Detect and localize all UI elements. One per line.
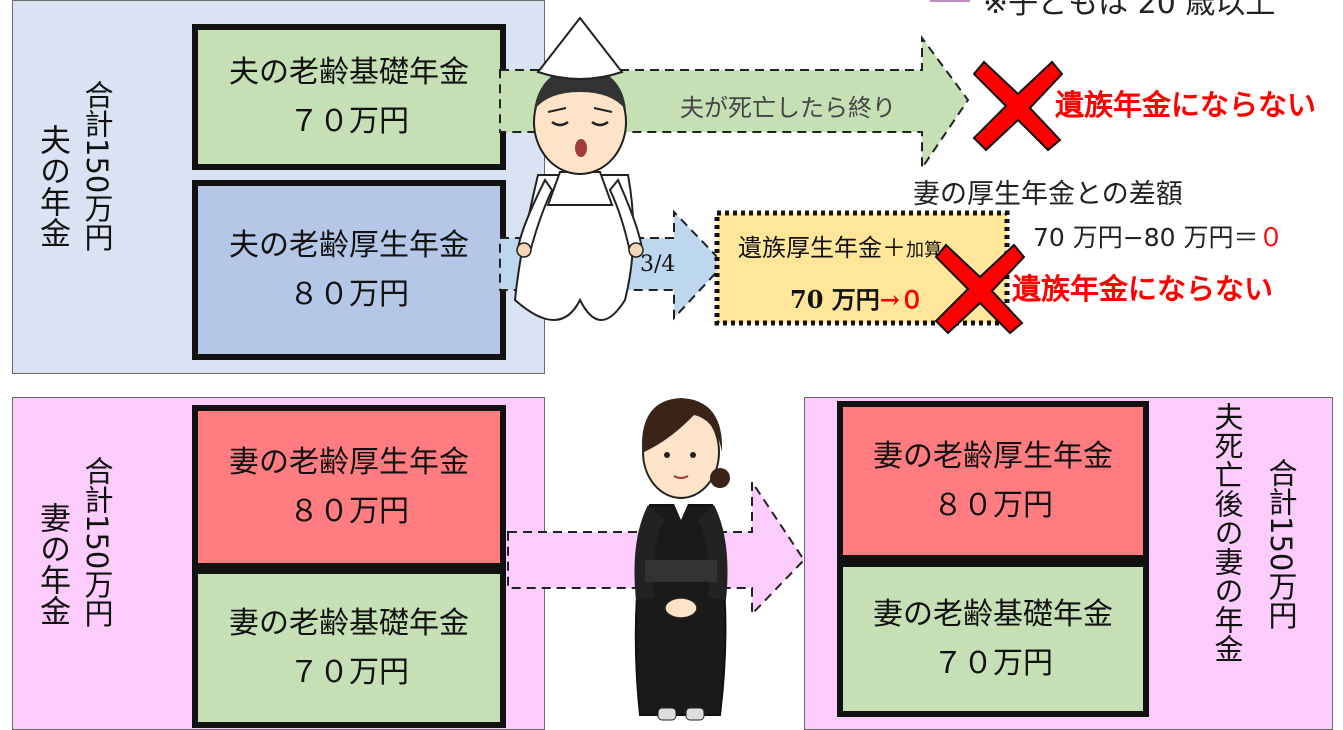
husband-basic-pension-box: 夫の老齢基礎年金 ７０万円	[192, 24, 506, 170]
wife-panel-label: 妻の年金	[34, 502, 70, 626]
husband-basic-title: 夫の老齢基礎年金	[229, 54, 469, 90]
survivor-amount-red: →０	[879, 285, 924, 314]
not-survivor-pension-label-2: 遺族年金にならない	[1012, 272, 1274, 306]
after-basic-pension-box: 妻の老齢基礎年金 ７０万円	[837, 561, 1149, 717]
basic-end-text: 夫が死亡したら終り	[680, 94, 896, 122]
fraction-label: 3/4	[640, 252, 676, 277]
husband-kosei-title: 夫の老齢厚生年金	[229, 227, 469, 263]
wife-kosei-title: 妻の老齢厚生年金	[229, 444, 469, 480]
after-basic-title: 妻の老齢基礎年金	[873, 596, 1113, 632]
after-total-label: 合計150万円	[1264, 458, 1298, 630]
wife-kosei-pension-box: 妻の老齢厚生年金 ８０万円	[192, 405, 506, 569]
wife-total-label: 合計150万円	[80, 456, 114, 628]
husband-basic-amount: ７０万円	[289, 104, 409, 139]
survivor-amount: 70 万円→０	[790, 280, 924, 315]
survivor-title: 遺族厚生年金＋加算	[738, 228, 942, 263]
survivor-title-main: 遺族厚生年金＋	[738, 234, 906, 262]
wife-kosei-amount: ８０万円	[289, 494, 409, 529]
difference-formula-black: 70 万円−80 万円＝	[1033, 223, 1259, 252]
survivor-amount-black: 70 万円	[790, 285, 880, 314]
wife-basic-amount: ７０万円	[289, 655, 409, 690]
red-cross-icon	[972, 60, 1064, 152]
after-kosei-amount: ８０万円	[933, 488, 1053, 523]
after-panel-label: 夫死亡後の妻の年金	[1210, 402, 1244, 663]
after-kosei-pension-box: 妻の老齢厚生年金 ８０万円	[837, 401, 1149, 561]
difference-formula-red: ０	[1258, 223, 1284, 252]
wife-basic-pension-box: 妻の老齢基礎年金 ７０万円	[192, 568, 506, 728]
husband-kosei-amount: ８０万円	[289, 277, 409, 312]
not-survivor-pension-label-1: 遺族年金にならない	[1055, 88, 1317, 122]
wife-basic-title: 妻の老齢基礎年金	[229, 605, 469, 641]
note-top: ※子どもは 20 歳以上	[983, 0, 1276, 21]
after-kosei-title: 妻の老齢厚生年金	[873, 438, 1113, 474]
husband-panel-label: 夫の年金	[34, 124, 70, 248]
husband-total-label: 合計150万円	[80, 80, 114, 252]
difference-formula: 70 万円−80 万円＝０	[1033, 218, 1283, 254]
note-underline	[930, 0, 970, 2]
survivor-title-small: 加算	[906, 240, 942, 261]
difference-title: 妻の厚生年金との差額	[913, 179, 1183, 210]
red-cross-icon	[934, 243, 1026, 335]
after-basic-amount: ７０万円	[933, 646, 1053, 681]
ghost-husband-illustration	[513, 16, 644, 321]
wife-mourning-illustration	[634, 398, 730, 721]
